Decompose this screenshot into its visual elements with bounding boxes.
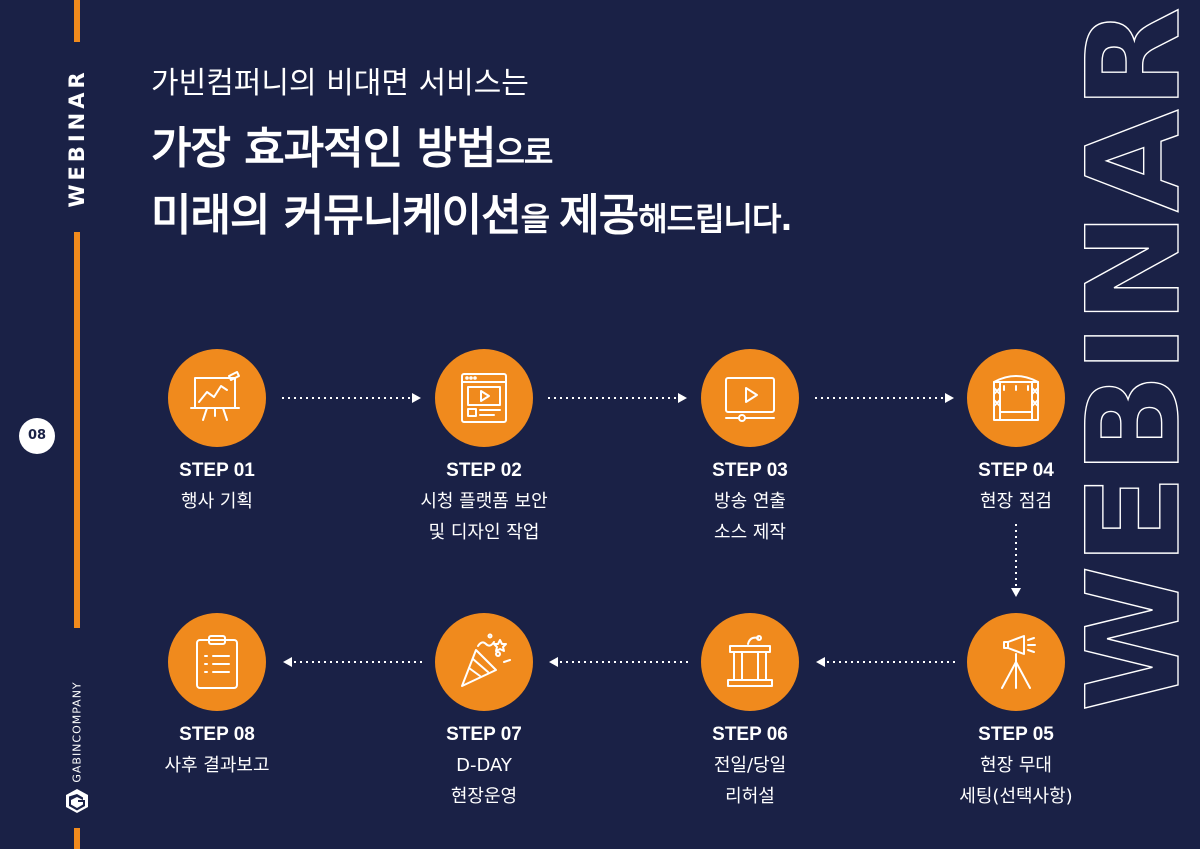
step-01-circle: [168, 349, 266, 447]
step-06-label: STEP 06: [712, 724, 788, 745]
title-line-2: 미래의 커뮤니케이션을 제공해드립니다.: [151, 184, 793, 251]
title-line-2-part-c: 제공: [559, 190, 639, 241]
step-03-label: STEP 03: [712, 460, 788, 481]
arrow-step06-step07: [549, 657, 688, 667]
step-07-label: STEP 07: [446, 724, 522, 745]
step-02-circle: [435, 349, 533, 447]
step-04-desc: 현장 점검: [980, 491, 1052, 512]
accent-rail-middle: [74, 232, 80, 628]
title-line-1-bold: 가장 효과적인 방법: [151, 123, 496, 174]
step-06-circle: [701, 613, 799, 711]
company-name: GABINCOMPANY: [70, 681, 84, 783]
page-number: 08: [19, 418, 55, 454]
step-04-label: STEP 04: [978, 460, 1054, 481]
step-08-label: STEP 08: [179, 724, 255, 745]
step-02-label: STEP 02: [446, 460, 522, 481]
step-08-circle: [168, 613, 266, 711]
step-07-circle: [435, 613, 533, 711]
step-01-label: STEP 01: [179, 460, 255, 481]
title-line-1-small: 으로: [495, 133, 553, 171]
stage-icon: [993, 375, 1039, 421]
step-05-desc: 현장 무대 세팅(선택사항): [959, 755, 1073, 807]
step-03-circle: [701, 349, 799, 447]
accent-rail-bottom: [74, 828, 80, 849]
title-line-1: 가장 효과적인 방법으로: [151, 117, 792, 184]
arrow-step05-step06: [816, 657, 955, 667]
spotlight-tripod-icon: [1001, 635, 1036, 689]
step-02-desc: 시청 플랫폼 보안 및 디자인 작업: [420, 491, 548, 543]
background-watermark-text: WEBINAR: [1082, 7, 1200, 712]
arrow-step01-step02: [282, 393, 421, 403]
arrow-step04-step05: [1011, 524, 1021, 597]
party-popper-icon: [461, 633, 511, 687]
company-logo-icon: [66, 789, 88, 813]
arrow-step03-step04: [815, 393, 954, 403]
title-line-2-part-a: 미래의 커뮤니케이션: [151, 190, 522, 241]
arrow-step07-step08: [283, 657, 422, 667]
step-07-desc: D-DAY 현장운영: [450, 755, 518, 807]
page-title: 가장 효과적인 방법으로 미래의 커뮤니케이션을 제공해드립니다.: [151, 117, 793, 251]
step-04-circle: [967, 349, 1065, 447]
step-03-desc: 방송 연출 소스 제작: [714, 491, 786, 543]
clipboard-icon: [196, 635, 238, 689]
step-08-desc: 사후 결과보고: [164, 755, 270, 776]
accent-rail-top: [74, 0, 80, 42]
title-line-2-part-b: 을: [520, 200, 560, 238]
step-06-desc: 전일/당일 리허설: [713, 755, 787, 807]
podium-icon: [727, 635, 773, 687]
title-line-2-part-d: 해드립니다.: [638, 200, 792, 238]
video-player-icon: [725, 377, 775, 422]
arrow-step02-step03: [548, 393, 687, 403]
step-05-circle: [967, 613, 1065, 711]
step-05-label: STEP 05: [978, 724, 1054, 745]
page-subtitle: 가빈컴퍼니의 비대면 서비스는: [151, 66, 529, 101]
step-01-desc: 행사 기획: [181, 491, 253, 512]
web-page-icon: [461, 373, 507, 423]
background-watermark: WEBINAR: [1082, 6, 1200, 712]
sidebar-brand: WEBINAR: [65, 68, 89, 208]
chart-board-icon: [190, 371, 240, 421]
